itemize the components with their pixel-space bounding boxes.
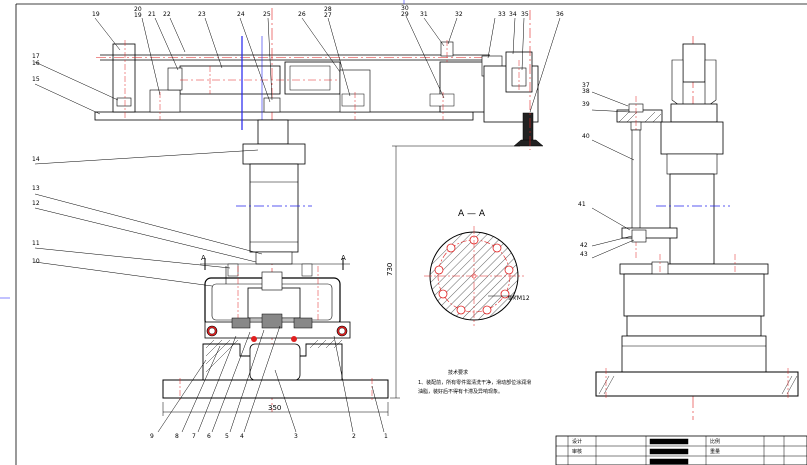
title-block-cell-3: 比例 [710, 438, 720, 445]
part-numbers: 19 20 19 21 22 23 24 25 26 28 27 30 29 3… [32, 5, 564, 440]
part-label-13: 13 [32, 185, 40, 192]
side-column [669, 173, 715, 265]
part-label-39: 39 [582, 101, 590, 108]
technical-notes: 技术要求 1、装配前，所有零件需清洗干净，滑动部位涂润滑 油脂，装好后不得有卡滞… [418, 369, 531, 395]
part-label-9: 9 [150, 433, 154, 440]
section-a-a-view: A — A 9×M12 [424, 209, 530, 326]
part-label-5: 5 [225, 433, 229, 440]
part-label-38: 38 [582, 88, 590, 95]
part-label-35: 35 [521, 11, 529, 18]
part-label-26: 26 [298, 11, 306, 18]
part-label-20: 20 [134, 6, 142, 13]
part-label-37: 37 [582, 82, 590, 89]
part-label-12: 12 [32, 200, 40, 207]
column-flange [242, 143, 306, 165]
side-view: 37 38 39 40 41 42 43 [578, 36, 799, 420]
title-block [555, 435, 807, 465]
part-label-19: 19 [92, 11, 100, 18]
part-label-40: 40 [582, 133, 590, 140]
part-label-1: 1 [384, 433, 388, 440]
top-plate [94, 111, 474, 121]
part-label-41: 41 [578, 201, 586, 208]
part-label-16: 16 [32, 60, 40, 67]
section-mark-right: A [341, 254, 346, 262]
bolt-holes [434, 235, 514, 315]
probe-foot [522, 112, 534, 142]
part-label-33: 33 [498, 11, 506, 18]
front-view: A A [94, 8, 544, 416]
part-label-11: 11 [32, 240, 40, 247]
leader-lines [34, 15, 561, 433]
section-title: A — A [458, 209, 486, 219]
part-label-15: 15 [32, 76, 40, 83]
part-label-21: 21 [148, 11, 156, 18]
part-label-24: 24 [237, 11, 245, 18]
part-label-22: 22 [163, 11, 171, 18]
notes-line-1: 1、装配前，所有零件需清洗干净，滑动部位涂润滑 [418, 379, 531, 386]
part-label-30: 30 [401, 5, 409, 12]
base-plate [162, 379, 389, 399]
left-bracket [112, 43, 136, 113]
part-label-43: 43 [580, 251, 588, 258]
title-block-cell-1: 设计 [572, 438, 582, 445]
side-base-plate [595, 371, 799, 397]
part-label-19b: 19 [134, 12, 142, 19]
height-dim: 730 [386, 263, 394, 276]
part-label-28: 28 [324, 6, 332, 13]
part-label-36: 36 [556, 11, 564, 18]
part-label-2: 2 [352, 433, 356, 440]
part-label-17: 17 [32, 53, 40, 60]
part-label-25: 25 [263, 11, 271, 18]
part-label-31: 31 [420, 11, 428, 18]
part-label-29: 29 [401, 11, 409, 18]
part-label-32: 32 [455, 11, 463, 18]
section-mark-left: A [201, 254, 206, 262]
part-label-27: 27 [324, 12, 332, 19]
part-label-42: 42 [580, 242, 588, 249]
notes-line-2: 油脂，装好后不得有卡滞及异响现象。 [418, 388, 503, 395]
notes-title: 技术要求 [448, 369, 468, 376]
part-label-3: 3 [294, 433, 298, 440]
base-width-dim: 350 [268, 404, 281, 412]
part-label-8: 8 [175, 433, 179, 440]
part-label-34: 34 [509, 11, 517, 18]
part-label-10: 10 [32, 258, 40, 265]
part-label-4: 4 [240, 433, 244, 440]
column-tube [249, 163, 299, 253]
title-block-cell-4: 重量 [710, 448, 720, 455]
part-label-14: 14 [32, 156, 40, 163]
hole-spec: 9×M12 [508, 295, 530, 302]
part-label-6: 6 [207, 433, 211, 440]
title-block-cell-2: 审核 [572, 448, 582, 455]
part-label-7: 7 [192, 433, 196, 440]
part-label-23: 23 [198, 11, 206, 18]
